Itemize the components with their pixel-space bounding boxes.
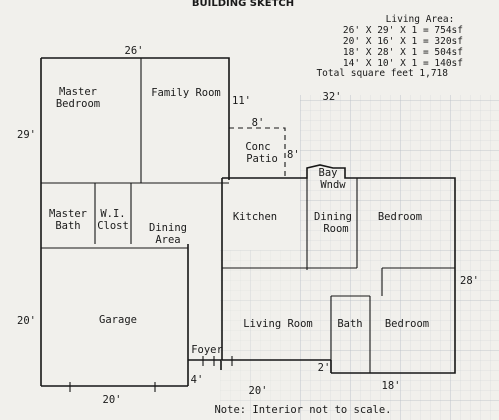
- dim-left-height: 29': [17, 129, 36, 141]
- conc-patio-label-line1: Conc: [245, 141, 270, 153]
- dim-family-room-right: 11': [232, 95, 251, 107]
- family-room-label: Family Room: [151, 87, 221, 99]
- graph-paper-grid-lower: [220, 250, 300, 420]
- living-area-row-1: 26' X 29' X 1 = 754sf: [343, 25, 463, 36]
- living-area-heading: Living Area:: [386, 14, 455, 25]
- bedroom-lower-label: Bedroom: [385, 318, 429, 330]
- exterior-walls: [40, 57, 456, 387]
- master-bedroom-label-line1: Master: [59, 86, 97, 98]
- living-area-row-2: 20' X 16' X 1 = 320sf: [343, 36, 463, 47]
- dim-garage-bottom: 20': [103, 394, 122, 406]
- dining-room-label-line1: Dining: [314, 211, 352, 223]
- dining-room-label-line2: Room: [323, 223, 348, 235]
- dim-top-width: 26': [125, 45, 144, 57]
- dim-bedroom-bottom: 18': [382, 380, 401, 392]
- bath-label: Bath: [337, 318, 362, 330]
- bay-window-label-line1: Bay: [319, 167, 338, 179]
- bay-window-label-line2: Wndw: [320, 179, 346, 191]
- dim-right-side: 28': [460, 275, 479, 287]
- wi-closet-label-line1: W.I.: [100, 208, 125, 220]
- living-area-total: Total square feet 1,718: [316, 68, 448, 79]
- foyer-label: Foyer: [191, 344, 223, 356]
- dim-patio-right: 8': [287, 149, 300, 161]
- master-bath-label-line2: Bath: [55, 220, 80, 232]
- dim-patio-top: 8': [252, 117, 265, 129]
- master-bedroom-label-line2: Bedroom: [56, 98, 100, 110]
- dim-living-bottom: 20': [249, 385, 268, 397]
- master-bath-label-line1: Master: [49, 208, 87, 220]
- dimension-ticks: [69, 356, 233, 392]
- graph-paper-grid: [300, 95, 499, 420]
- page-title: BUILDING SKETCH: [192, 0, 294, 9]
- dim-foyer-bottom: 4': [191, 374, 204, 386]
- kitchen-label: Kitchen: [233, 211, 277, 223]
- living-area-row-4: 14' X 10' X 1 = 140sf: [343, 58, 463, 69]
- conc-patio-outline: [229, 127, 286, 178]
- dining-area-label-line1: Dining: [149, 222, 187, 234]
- sketch-note: Note: Interior not to scale.: [214, 404, 391, 416]
- garage-label: Garage: [99, 314, 137, 326]
- dining-area-label-line2: Area: [155, 234, 180, 246]
- wi-closet-label-line2: Clost: [97, 220, 129, 232]
- interior-walls: [41, 58, 455, 373]
- conc-patio-label-line2: Patio: [246, 153, 278, 165]
- living-room-label: Living Room: [243, 318, 313, 330]
- bedroom-upper-label: Bedroom: [378, 211, 422, 223]
- dim-garage-side: 20': [17, 315, 36, 327]
- living-area-row-3: 18' X 28' X 1 = 504sf: [343, 47, 463, 58]
- dim-bath-bottom: 2': [318, 362, 331, 374]
- dim-upper-right: 32': [323, 91, 342, 103]
